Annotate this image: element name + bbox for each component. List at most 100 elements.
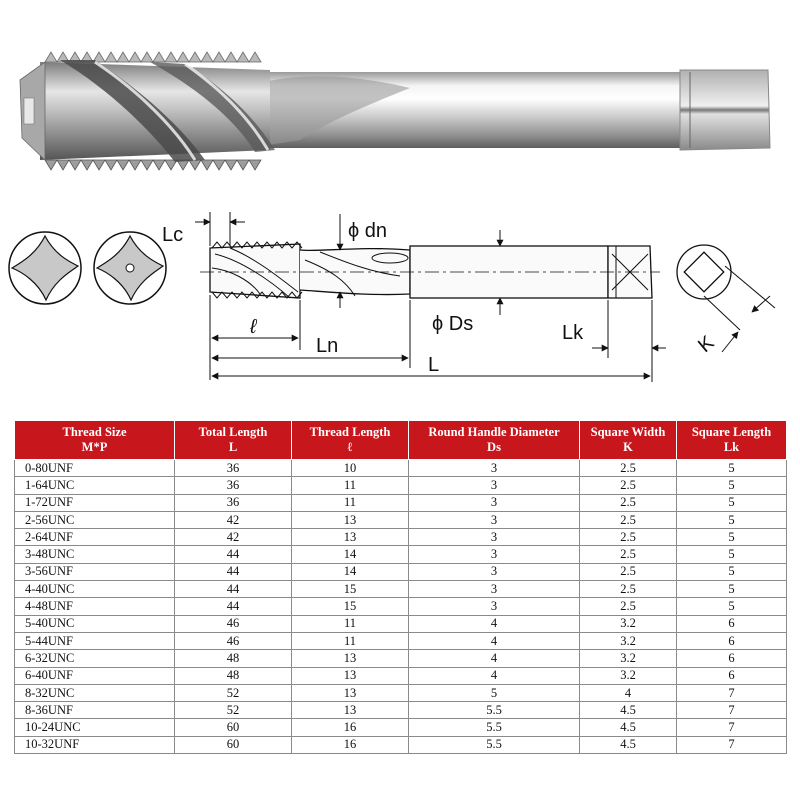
column-header-title: Thread Size xyxy=(62,425,127,439)
table-cell: 13 xyxy=(291,510,409,530)
table-cell: 44 xyxy=(174,597,292,616)
column-header-title: Total Length xyxy=(198,425,268,439)
photo-spiral-flute-1 xyxy=(60,60,205,162)
table-cell: 6 xyxy=(676,614,787,633)
table-cell: 10 xyxy=(291,458,409,478)
table-cell: 3 xyxy=(408,476,580,495)
k-label: K xyxy=(694,331,719,357)
column-header-title: Thread Length xyxy=(309,425,391,439)
table-cell: 4 xyxy=(408,614,580,633)
table-cell: 5 xyxy=(676,528,787,547)
table-cell: 60 xyxy=(174,718,292,737)
lc-label: Lc xyxy=(162,224,183,246)
table-cell: 42 xyxy=(174,528,292,547)
ds-label: ϕ Ds xyxy=(432,313,473,335)
table-cell: 4.5 xyxy=(579,718,677,737)
photo-spiral-flute-2 xyxy=(150,62,275,152)
table-cell: 3 xyxy=(408,597,580,616)
table-cell: 2.5 xyxy=(579,458,677,478)
table-cell: 48 xyxy=(174,649,292,668)
table-cell: 3.2 xyxy=(579,631,677,651)
table-cell: 3-56UNF xyxy=(14,562,175,582)
table-cell: 44 xyxy=(174,580,292,599)
table-cell: 5 xyxy=(676,510,787,530)
tap-product-photo xyxy=(19,51,771,171)
table-cell: 60 xyxy=(174,735,292,755)
table-cell: 14 xyxy=(291,545,409,564)
table-cell: 5-44UNF xyxy=(14,631,175,651)
table-cell: 5-40UNC xyxy=(14,614,175,633)
table-cell: 15 xyxy=(291,580,409,599)
table-cell: 3 xyxy=(408,458,580,478)
table-cell: 2.5 xyxy=(579,476,677,495)
table-cell: 5 xyxy=(676,476,787,495)
table-cell: 36 xyxy=(174,476,292,495)
table-cell: 16 xyxy=(291,735,409,755)
column-header-symbol: L xyxy=(228,440,238,454)
table-cell: 5 xyxy=(676,493,787,512)
table-cell: 7 xyxy=(676,701,787,720)
table-cell: 4 xyxy=(408,649,580,668)
table-cell: 3 xyxy=(408,528,580,547)
table-cell: 5.5 xyxy=(408,718,580,737)
table-cell: 10-24UNC xyxy=(14,718,175,737)
table-cell: 5 xyxy=(676,562,787,582)
table-cell: 2.5 xyxy=(579,545,677,564)
photo-thread-teeth-bottom xyxy=(44,159,262,171)
table-cell: 4.5 xyxy=(579,701,677,720)
table-cell: 5.5 xyxy=(408,735,580,755)
thread-length-label: ℓ xyxy=(249,316,258,338)
table-cell: 2.5 xyxy=(579,580,677,599)
total-length-dimension xyxy=(211,300,653,382)
table-cell: 13 xyxy=(291,666,409,685)
table-cell: 11 xyxy=(291,631,409,651)
table-cell: 0-80UNF xyxy=(14,458,175,478)
table-cell: 13 xyxy=(291,528,409,547)
table-cell: 1-64UNC xyxy=(14,476,175,495)
table-cell: 3 xyxy=(408,562,580,582)
table-cell: 2-64UNF xyxy=(14,528,175,547)
end-view-left-2 xyxy=(93,231,167,305)
table-cell: 3 xyxy=(408,510,580,530)
table-cell: 15 xyxy=(291,597,409,616)
table-cell: 48 xyxy=(174,666,292,685)
table-cell: 13 xyxy=(291,683,409,703)
end-view-left-1 xyxy=(8,231,82,305)
table-cell: 3 xyxy=(408,580,580,599)
table-cell: 16 xyxy=(291,718,409,737)
tap-side-view xyxy=(209,241,653,299)
table-cell: 3.2 xyxy=(579,649,677,668)
table-cell: 8-32UNC xyxy=(14,683,175,703)
table-cell: 4.5 xyxy=(579,735,677,755)
column-header-symbol: ℓ xyxy=(347,440,353,454)
table-cell: 3-48UNC xyxy=(14,545,175,564)
table-cell: 7 xyxy=(676,735,787,755)
table-cell: 2.5 xyxy=(579,528,677,547)
table-cell: 2.5 xyxy=(579,562,677,582)
column-header-symbol: Ds xyxy=(487,440,501,454)
column-header-title: Square Width xyxy=(590,425,666,439)
table-cell: 6-40UNF xyxy=(14,666,175,685)
lk-label: Lk xyxy=(562,322,584,344)
table-cell: 3 xyxy=(408,545,580,564)
table-cell: 11 xyxy=(291,493,409,512)
table-cell: 3.2 xyxy=(579,614,677,633)
